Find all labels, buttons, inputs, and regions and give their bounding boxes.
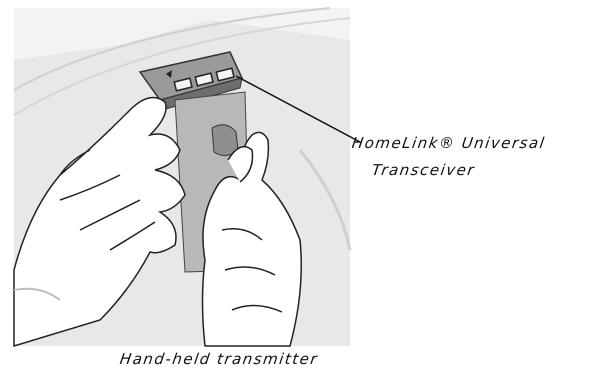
transceiver-label-line1: HomeLink® Universal [351,133,593,153]
transceiver-label-line2: Transceiver [371,160,574,180]
transmitter-caption: Hand-held transmitter [119,349,422,369]
